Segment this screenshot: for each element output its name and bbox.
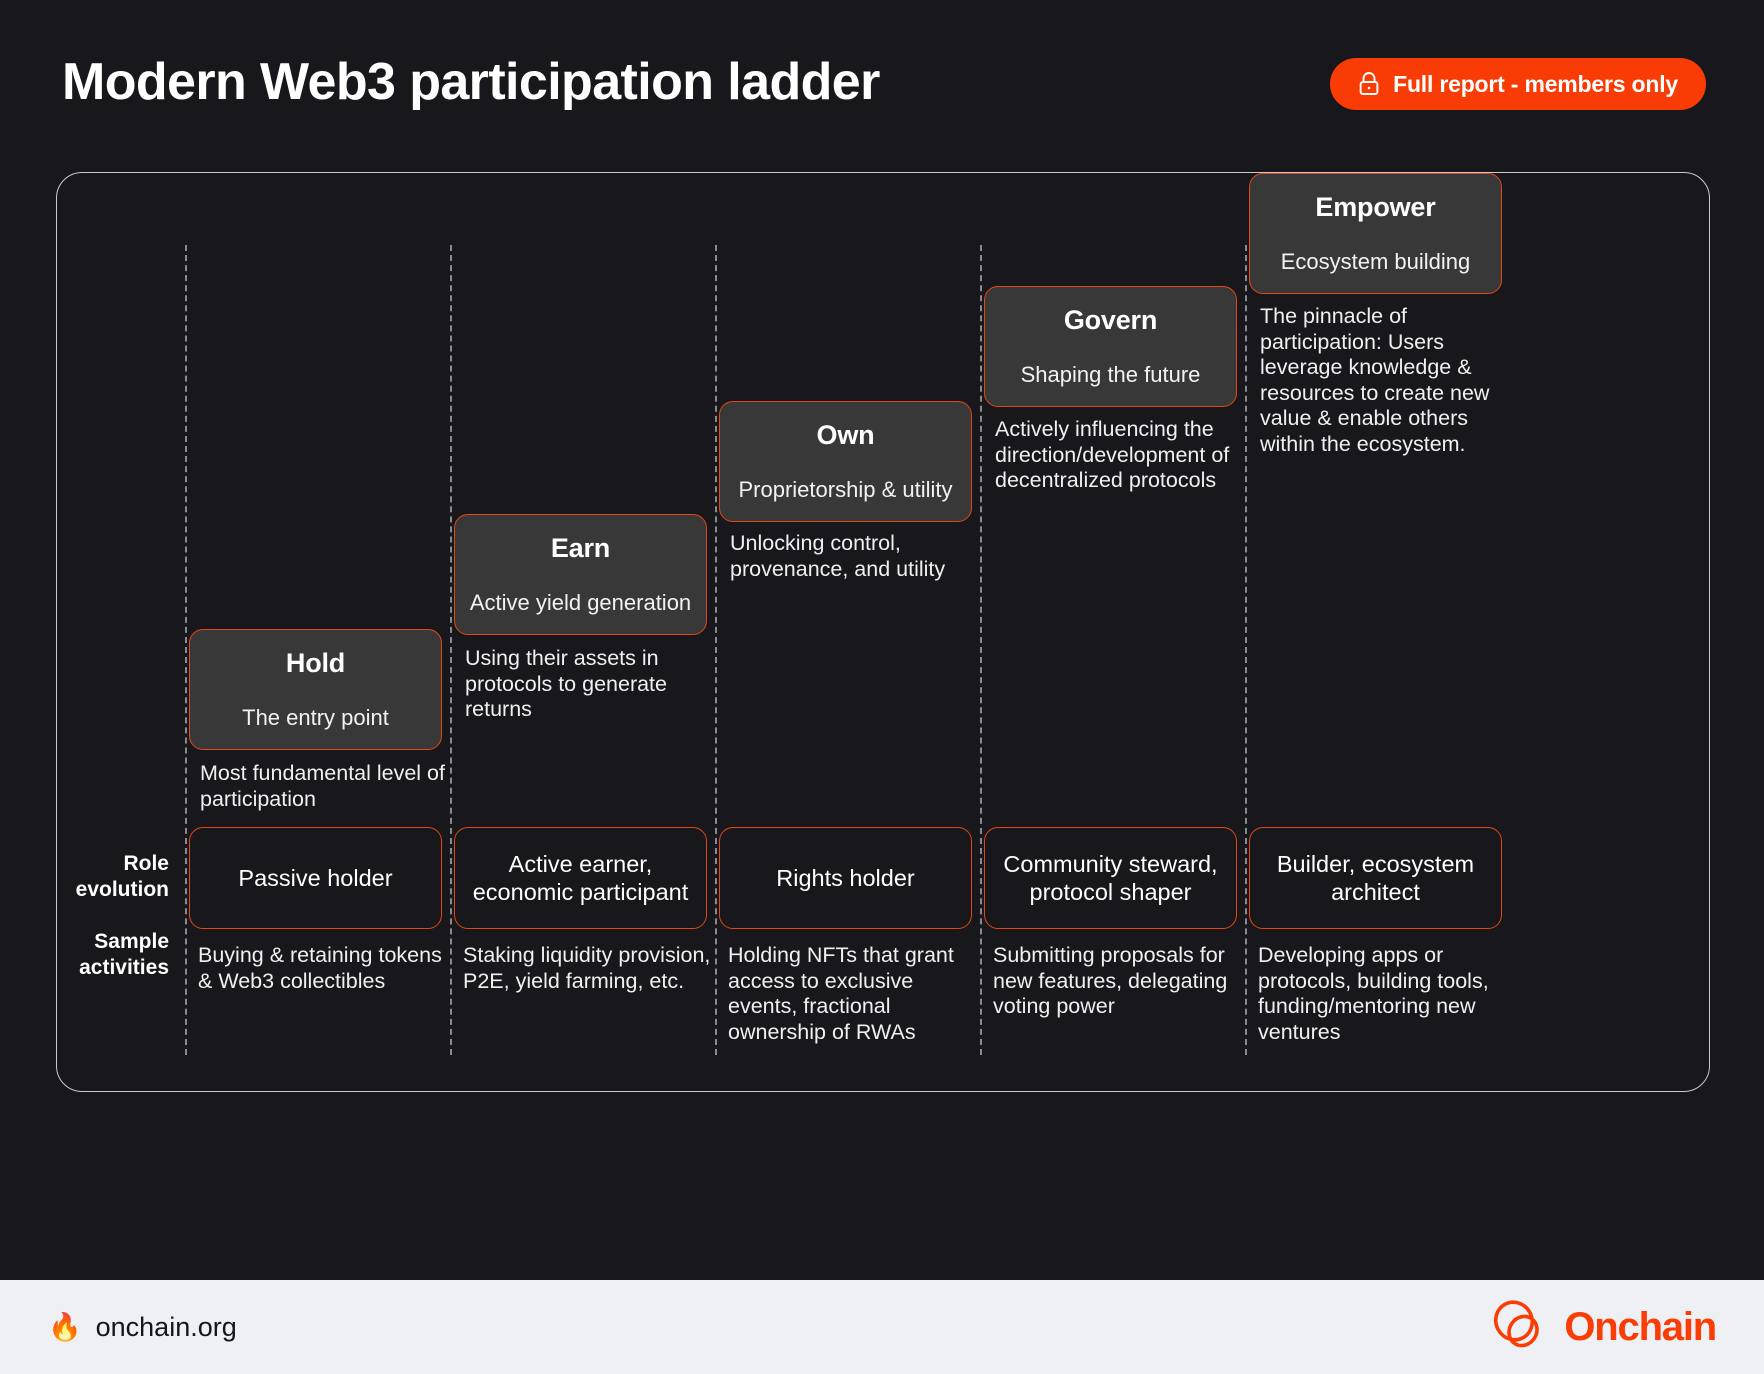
role-box-empower[interactable]: Builder, ecosystem architect bbox=[1249, 827, 1502, 929]
role-box-own[interactable]: Rights holder bbox=[719, 827, 972, 929]
onchain-wordmark: Onchain bbox=[1564, 1304, 1717, 1349]
row-label-sample-activities: Sample activities bbox=[19, 929, 169, 981]
step-title: Earn bbox=[550, 533, 611, 563]
step-title: Govern bbox=[1063, 305, 1158, 335]
step-subtitle: Proprietorship & utility bbox=[738, 477, 953, 502]
role-text: Builder, ecosystem architect bbox=[1276, 850, 1475, 905]
step-description-earn: Using their assets in protocols to gener… bbox=[465, 646, 667, 722]
onchain-logo[interactable]: Onchain bbox=[1490, 1299, 1717, 1356]
role-text: Passive holder bbox=[238, 864, 393, 891]
row-label-line2: evolution bbox=[75, 878, 169, 902]
flame-icon: 🔥 bbox=[48, 1311, 82, 1342]
row-label-role-evolution: Role evolution bbox=[19, 851, 169, 903]
activity-text-govern: Submitting proposals for new features, d… bbox=[993, 943, 1228, 1019]
header: Modern Web3 participation ladder Full re… bbox=[0, 0, 1764, 160]
role-text: Rights holder bbox=[776, 864, 915, 891]
full-report-members-badge[interactable]: Full report - members only bbox=[1330, 58, 1706, 110]
onchain-loop-logo-icon bbox=[1490, 1299, 1552, 1356]
step-card-empower[interactable]: Empower Ecosystem building bbox=[1249, 173, 1502, 294]
column-divider-3 bbox=[715, 245, 717, 1055]
step-subtitle: Ecosystem building bbox=[1280, 249, 1471, 274]
footer-site-group[interactable]: 🔥 onchain.org bbox=[48, 1312, 237, 1343]
step-description-hold: Most fundamental level of participation bbox=[200, 761, 445, 811]
step-card-earn[interactable]: Earn Active yield generation bbox=[454, 514, 707, 635]
row-label-line2: activities bbox=[79, 956, 169, 980]
footer: 🔥 onchain.org Onchain bbox=[0, 1280, 1764, 1374]
role-box-govern[interactable]: Community steward, protocol shaper bbox=[984, 827, 1237, 929]
step-title: Hold bbox=[285, 648, 346, 678]
row-label-line1: Role bbox=[123, 852, 169, 875]
activity-text-hold: Buying & retaining tokens & Web3 collect… bbox=[198, 943, 442, 993]
lock-icon bbox=[1358, 72, 1380, 96]
step-card-own[interactable]: Own Proprietorship & utility bbox=[719, 401, 972, 522]
step-description-empower: The pinnacle of participation: Users lev… bbox=[1260, 304, 1490, 456]
column-divider-1 bbox=[185, 245, 187, 1055]
role-text: Community steward, protocol shaper bbox=[1003, 850, 1218, 905]
column-divider-5 bbox=[1245, 245, 1247, 1055]
activity-text-own: Holding NFTs that grant access to exclus… bbox=[728, 943, 954, 1044]
badge-label: Full report - members only bbox=[1393, 70, 1678, 97]
activity-text-empower: Developing apps or protocols, building t… bbox=[1258, 943, 1489, 1044]
step-title: Own bbox=[816, 420, 875, 450]
step-subtitle: The entry point bbox=[242, 705, 389, 730]
role-text: Active earner, economic participant bbox=[472, 850, 689, 905]
step-card-govern[interactable]: Govern Shaping the future bbox=[984, 286, 1237, 407]
step-description-govern: Actively influencing the direction/devel… bbox=[995, 417, 1230, 493]
step-card-hold[interactable]: Hold The entry point bbox=[189, 629, 442, 750]
step-description-own: Unlocking control, provenance, and utili… bbox=[730, 531, 946, 581]
column-divider-2 bbox=[450, 245, 452, 1055]
activity-text-earn: Staking liquidity provision, P2E, yield … bbox=[463, 943, 711, 993]
footer-site-label: onchain.org bbox=[95, 1311, 237, 1342]
row-label-line1: Sample bbox=[94, 930, 169, 953]
step-title: Empower bbox=[1315, 192, 1436, 222]
step-subtitle: Shaping the future bbox=[1020, 362, 1201, 387]
ladder-panel: Hold The entry point Most fundamental le… bbox=[56, 172, 1710, 1092]
step-subtitle: Active yield generation bbox=[469, 590, 692, 615]
page-title: Modern Web3 participation ladder bbox=[62, 53, 880, 111]
column-divider-4 bbox=[980, 245, 982, 1055]
role-box-hold[interactable]: Passive holder bbox=[189, 827, 442, 929]
role-box-earn[interactable]: Active earner, economic participant bbox=[454, 827, 707, 929]
